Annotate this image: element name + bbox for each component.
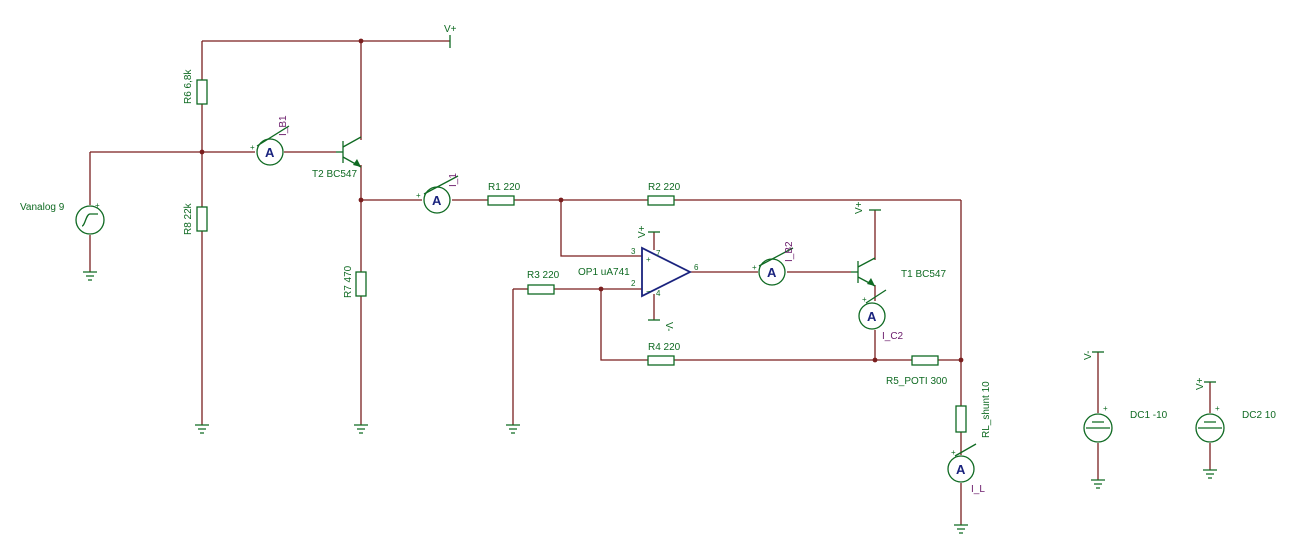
junction-dot — [199, 149, 205, 155]
resistor-r2: R2 220 — [647, 182, 681, 206]
pin-number: 4 — [656, 289, 661, 298]
component-label: RL_shunt 10 — [981, 381, 992, 438]
resistor-r4: R4 220 — [647, 342, 681, 366]
polarity-plus: + — [95, 201, 100, 210]
ground-icon — [83, 271, 97, 281]
component-label: R7 470 — [343, 265, 354, 298]
ammeter-symbol: A — [767, 265, 777, 280]
resistor-r5-poti: R5_POTI 300 — [886, 355, 948, 387]
sine-wave-icon — [81, 213, 98, 227]
meter-label: I_L — [971, 484, 985, 495]
rail-vplus-opamp: V+ — [637, 225, 660, 238]
rail-label: V+ — [444, 24, 457, 35]
arrow-icon — [867, 278, 875, 286]
component-label: T1 BC547 — [901, 269, 946, 280]
rail-label: V- — [1083, 351, 1094, 360]
ground-icon — [1203, 469, 1217, 479]
junction-dot — [358, 38, 364, 44]
meter-label: I_B2 — [784, 241, 795, 262]
meter-label: I_B1 — [278, 115, 289, 136]
component-label: R2 220 — [648, 182, 681, 193]
resistor-rl-shunt: RL_shunt 10 — [955, 381, 992, 438]
ammeter-symbol: A — [867, 309, 877, 324]
ground-icon — [354, 424, 368, 434]
pin-number: 3 — [631, 247, 636, 256]
component-label: DC1 -10 — [1130, 410, 1168, 421]
ground-icon — [954, 524, 968, 534]
polarity-plus: + — [752, 263, 757, 272]
resistor-r8: R8 22k — [183, 202, 208, 235]
component-label: R1 220 — [488, 182, 521, 193]
rail-vplus-t1: V+ — [854, 201, 881, 214]
ammeter-symbol: A — [432, 193, 442, 208]
polarity-plus: + — [862, 295, 867, 304]
ammeter-il: A + I_L — [947, 443, 985, 495]
junction-dot — [558, 197, 564, 203]
opamp-op1: + − 3 2 6 7 4 OP1 uA741 — [578, 246, 699, 298]
junction-dot — [872, 357, 878, 363]
resistor-r1: R1 220 — [487, 182, 521, 206]
transistor-t1: T1 BC547 — [851, 257, 946, 287]
wires — [89, 40, 1211, 525]
junctions — [199, 38, 964, 363]
component-label: R3 220 — [527, 270, 560, 281]
component-label: DC2 10 — [1242, 410, 1276, 421]
polarity-plus: + — [250, 143, 255, 152]
rail-vplus-dc2: V+ — [1195, 377, 1216, 390]
transistor-t2: T2 BC547 — [312, 136, 362, 180]
component-label: R6 6,8k — [183, 69, 194, 104]
rail-vminus-opamp: V- — [648, 319, 674, 331]
junction-dot — [358, 197, 364, 203]
component-label: OP1 uA741 — [578, 267, 630, 278]
pin-number: 2 — [631, 279, 636, 288]
ammeter-ic2: A + I_C2 — [858, 289, 904, 342]
ammeter-symbol: A — [265, 145, 275, 160]
ground-symbols — [83, 271, 1217, 534]
opamp-minus-input: − — [646, 287, 651, 296]
resistor-r7: R7 470 — [343, 265, 367, 298]
ground-icon — [195, 424, 209, 434]
component-label: R4 220 — [648, 342, 681, 353]
arrow-icon — [353, 159, 361, 167]
rail-vminus-dc1: V- — [1083, 351, 1104, 360]
ammeter-ib2: A + I_B2 — [752, 241, 795, 286]
rail-label: V+ — [637, 225, 648, 238]
component-label: R8 22k — [183, 202, 194, 235]
junction-dot — [958, 357, 964, 363]
meter-label: I_1 — [448, 173, 459, 187]
pin-number: 6 — [694, 263, 699, 272]
rail-vplus-top: V+ — [444, 24, 457, 48]
component-label: T2 BC547 — [312, 169, 357, 180]
component-label: R5_POTI 300 — [886, 376, 948, 387]
signal-source-vanalog: + Vanalog 9 — [20, 201, 105, 235]
dc-source-dc2: + DC2 10 — [1195, 404, 1276, 443]
polarity-plus: + — [416, 191, 421, 200]
opamp-plus-input: + — [646, 255, 651, 264]
resistor-r6: R6 6,8k — [183, 69, 208, 105]
rail-label: V+ — [1195, 377, 1206, 390]
component-label: Vanalog 9 — [20, 202, 65, 213]
ammeter-ib1: A + I_B1 — [250, 115, 290, 166]
ammeter-i1: A + I_1 — [416, 173, 459, 214]
ground-icon — [1091, 479, 1105, 489]
rail-label: V+ — [854, 201, 865, 214]
polarity-plus: + — [1103, 404, 1108, 413]
polarity-plus: + — [1215, 404, 1220, 413]
pin-number: 7 — [656, 249, 661, 258]
rail-label: V- — [663, 322, 674, 331]
polarity-plus: + — [951, 448, 956, 457]
dc-source-dc1: + DC1 -10 — [1083, 404, 1168, 443]
meter-label: I_C2 — [882, 331, 904, 342]
resistor-r3: R3 220 — [527, 270, 560, 295]
ammeter-symbol: A — [956, 462, 966, 477]
junction-dot — [598, 286, 604, 292]
ground-icon — [506, 424, 520, 434]
